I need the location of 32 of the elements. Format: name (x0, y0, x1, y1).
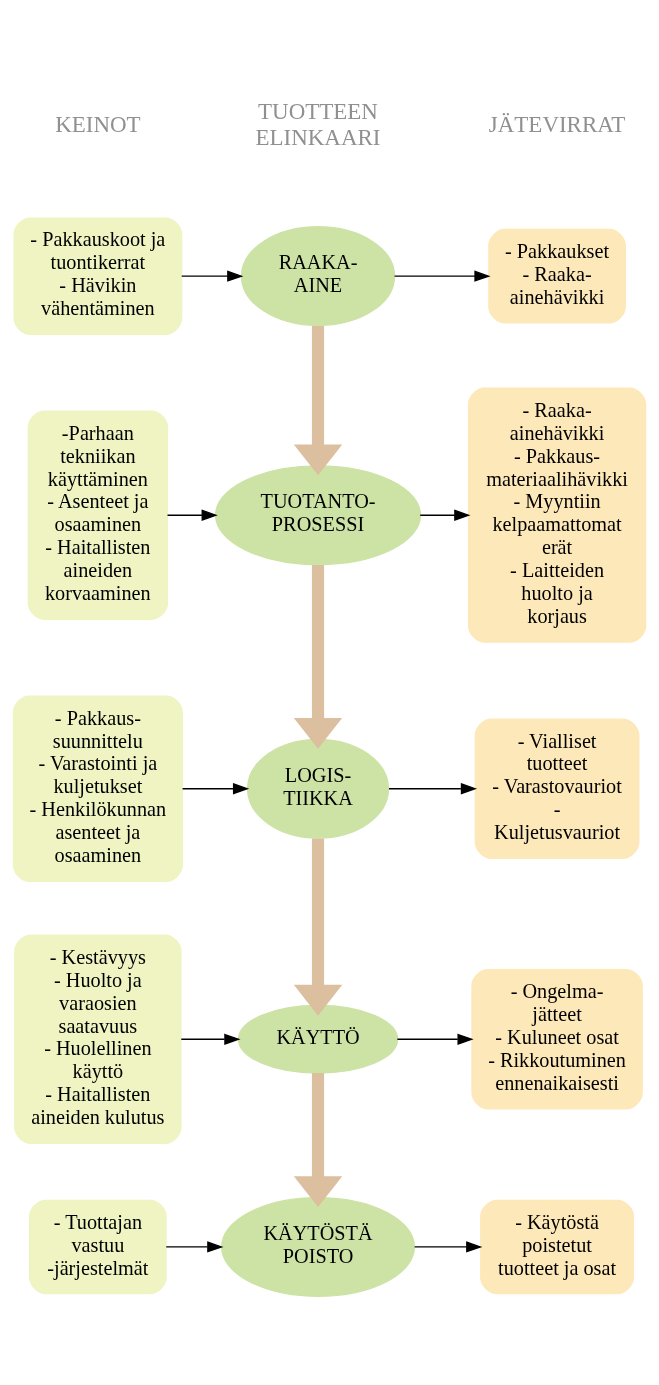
node-ellipse: KÄYTTÖ (237, 1004, 399, 1074)
node-box: - Pakkauskoot ja tuontikerrat - Hävikin vähentäminen (13, 217, 183, 335)
node-box: - Ongelma- jätteet - Kuluneet osat - Rikkoutuminen ennenaikaisesti (471, 969, 643, 1110)
node-box: - Raaka- ainehävikki - Pakkaus- materiaalihävikki - Myyntiin kelpaamattomat erät - Laitteiden huolto ja korjaus (467, 387, 647, 643)
arrow (293, 1073, 343, 1208)
node-box: - Kestävyys - Huolto ja varaosien saatavuus - Huolellinen käyttö - Haitallisten aineiden kulutus (14, 934, 182, 1144)
arrow (181, 783, 250, 795)
node-box: - Pakkaukset - Raaka- ainehävikki (488, 228, 626, 324)
label: JÄTEVIRRAT (488, 111, 626, 137)
node-box: - Käytöstä poistetut tuotteet ja osat (480, 1199, 635, 1295)
arrow (419, 509, 471, 521)
node-ellipse: TUOTANTO- PROSESSI (214, 465, 422, 566)
label: KEINOT (55, 111, 141, 137)
arrow (293, 325, 343, 476)
node-ellipse: KÄYTÖSTÄ POISTO (221, 1196, 416, 1297)
arrow (166, 509, 218, 521)
arrow (393, 270, 491, 282)
node-box: - Tuottajan vastuu -järjestelmät (29, 1199, 167, 1295)
node-ellipse: LOGIS- TIIKKA (246, 738, 390, 839)
node-ellipse: RAAKA- AINE (240, 226, 396, 327)
node-box: -Parhaan tekniikan käyttäminen - Asenteet ja osaaminen - Haitallisten aineiden korvaaminen (27, 410, 169, 620)
arrow (396, 1033, 474, 1045)
arrow (180, 1033, 241, 1045)
label: TUOTTEEN ELINKAARI (255, 98, 381, 150)
arrow (293, 838, 343, 1016)
arrow (293, 564, 343, 749)
arrow (181, 270, 244, 282)
arrow (414, 1241, 483, 1253)
node-box: - Pakkaus- suunnittelu - Varastointi ja kuljetukset - Henkilökunnan asenteet ja osaaminen (12, 695, 183, 882)
arrow (165, 1241, 224, 1253)
node-box: - Vialliset tuotteet - Varastovauriot - Kuljetusvauriot (474, 718, 640, 859)
arrow (388, 783, 478, 795)
